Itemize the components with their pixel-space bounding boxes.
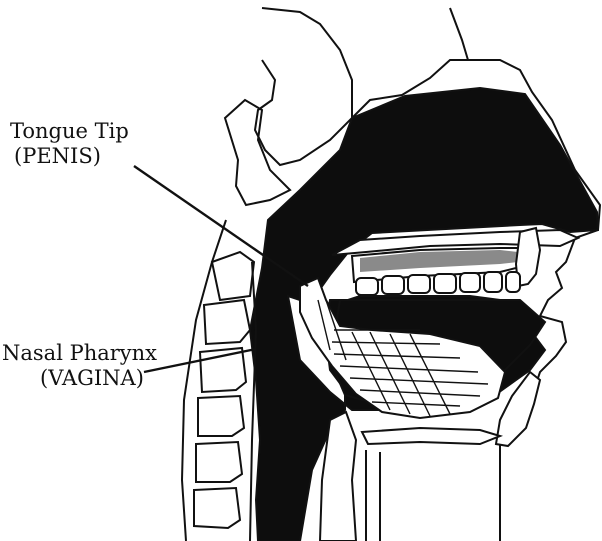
nasal-pharynx-label: Nasal Pharynx (VAGINA): [2, 341, 157, 391]
trachea: [366, 450, 380, 541]
tongue-tip-label: Tongue Tip (PENIS): [10, 119, 129, 169]
frontal-bone: [255, 8, 352, 165]
nasal-pharynx-label-subtitle: (VAGINA): [2, 366, 157, 391]
tongue-tip-label-title: Tongue Tip: [10, 119, 129, 144]
hyoid-bone: [362, 428, 500, 444]
tongue-tip-label-subtitle: (PENIS): [10, 144, 129, 169]
nasal-pharynx-label-title: Nasal Pharynx: [2, 341, 157, 366]
